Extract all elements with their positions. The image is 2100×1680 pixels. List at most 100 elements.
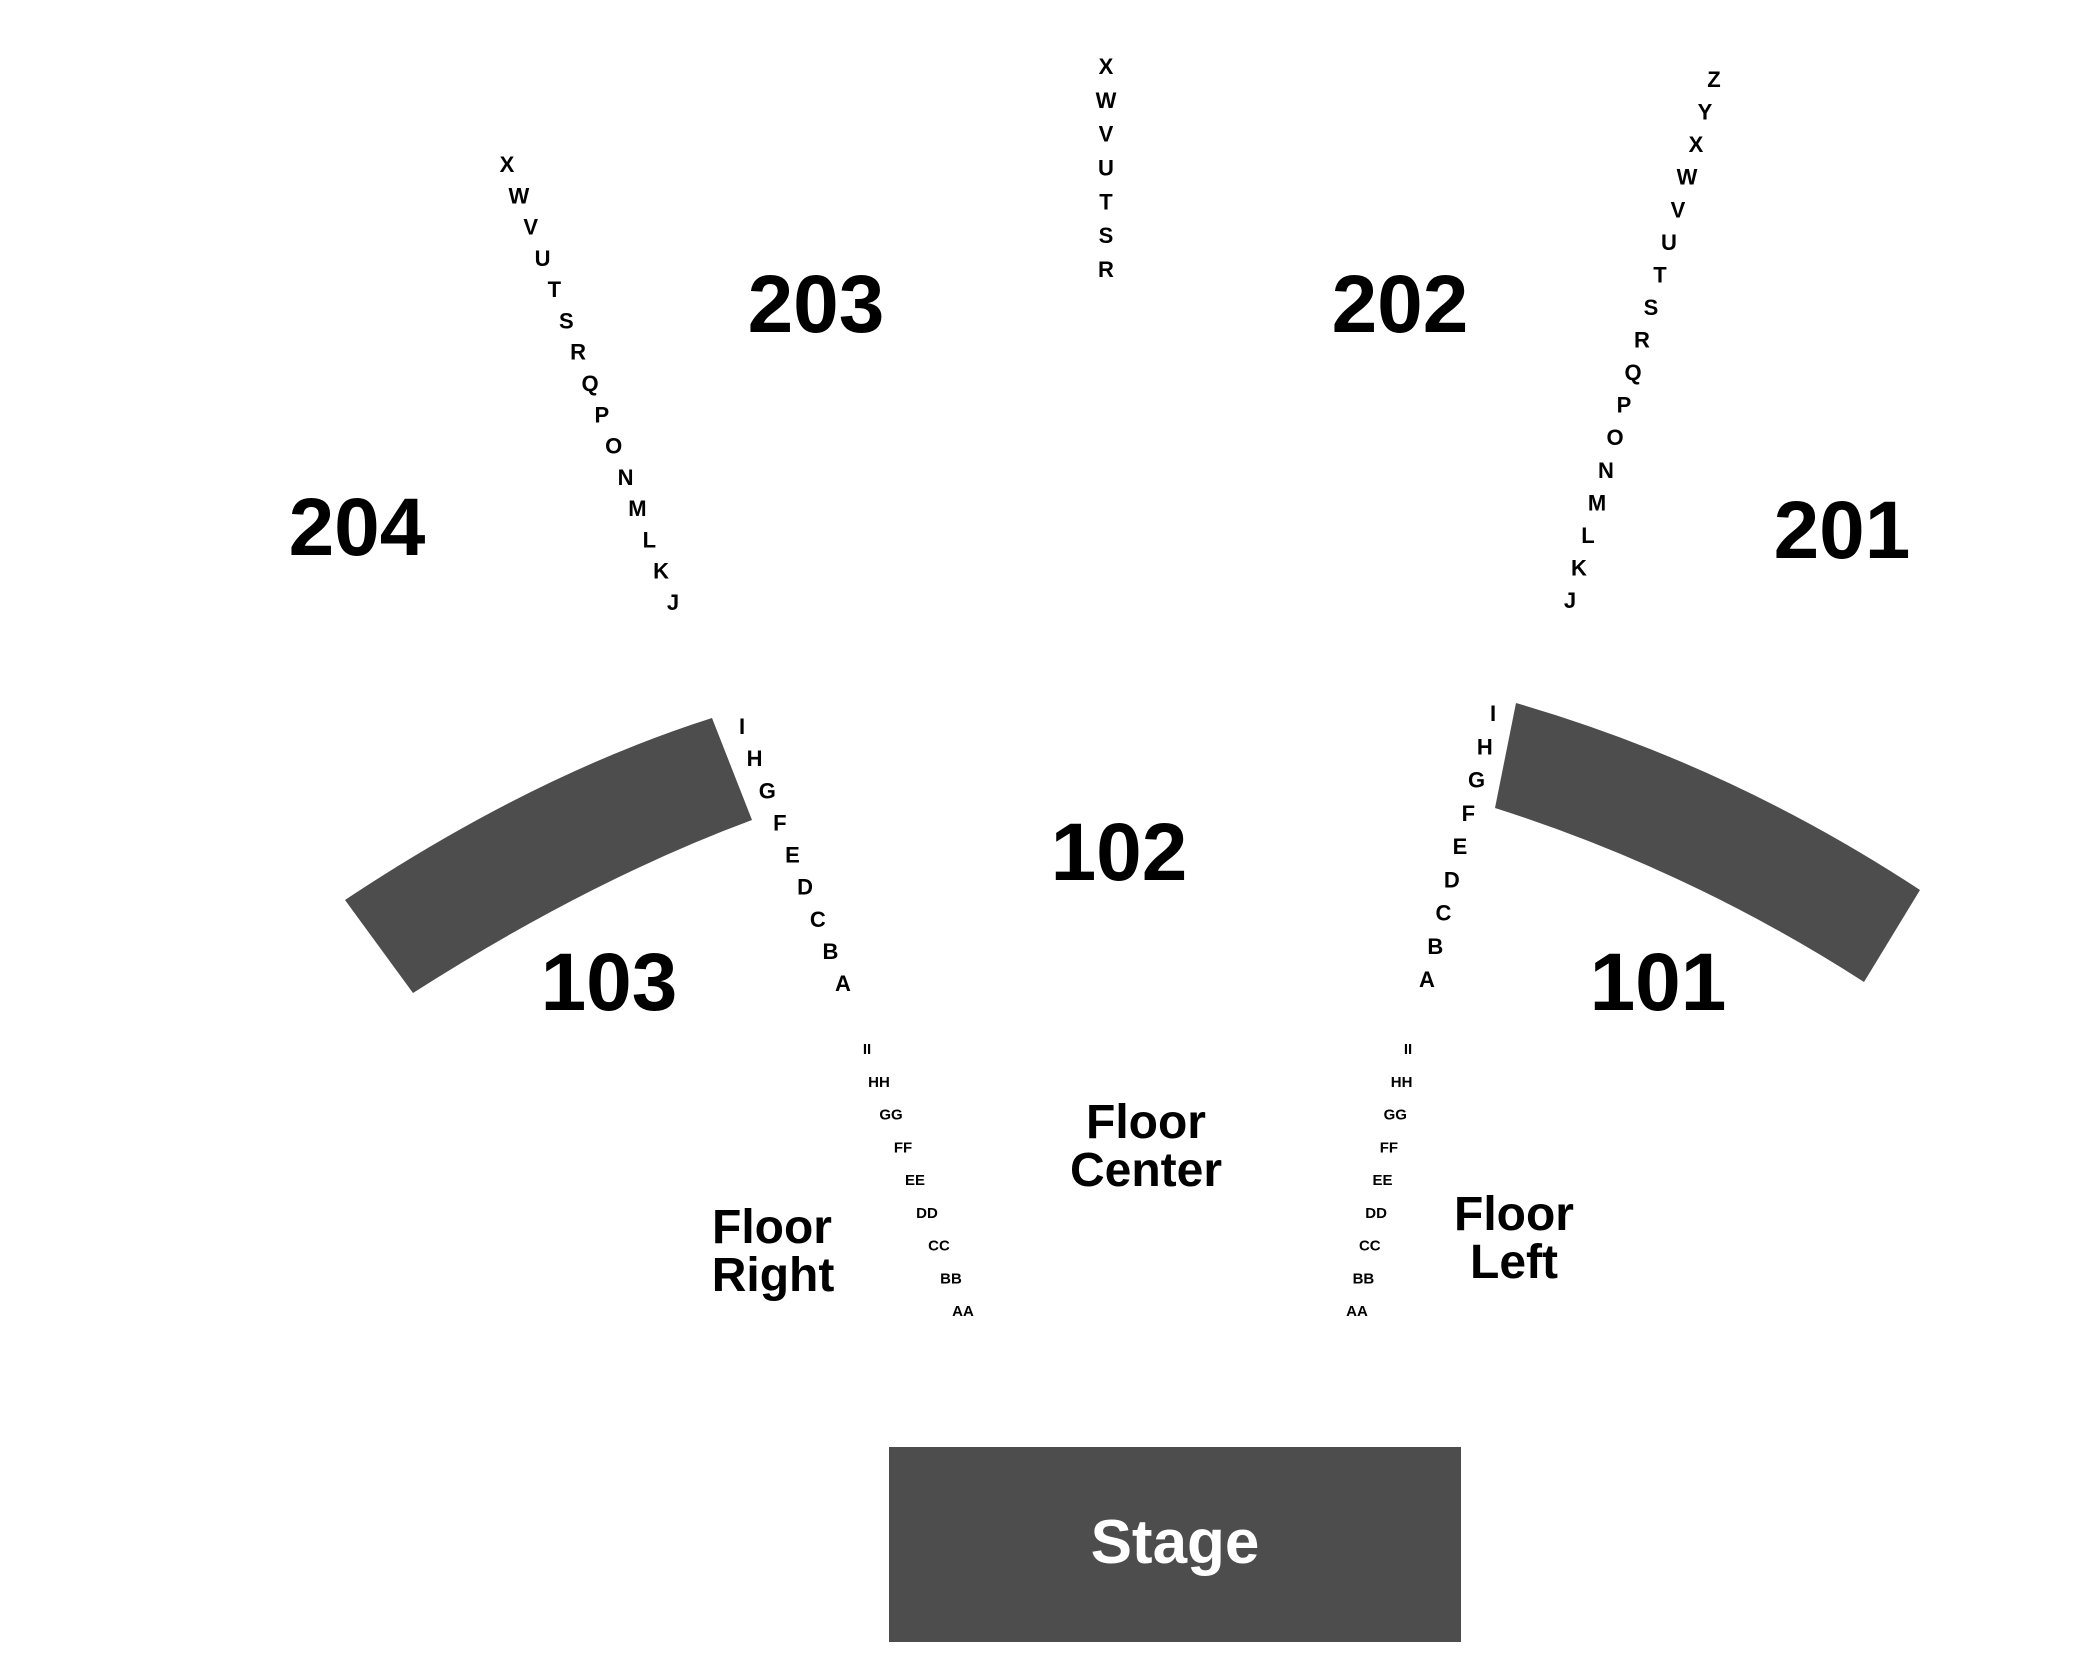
- row-label-lower-right-h[interactable]: H: [1477, 734, 1493, 759]
- row-label-upper-right-t[interactable]: T: [1653, 262, 1667, 287]
- row-label-upper-left-w[interactable]: W: [509, 183, 530, 208]
- floor-left-label-line2[interactable]: Left: [1470, 1236, 1558, 1289]
- row-label-upper-right-k[interactable]: K: [1571, 555, 1587, 580]
- row-label-floor-left-bb[interactable]: BB: [1353, 1270, 1375, 1287]
- row-label-lower-right-a[interactable]: A: [1419, 967, 1435, 992]
- floor-right-label-line2[interactable]: Right: [712, 1249, 835, 1302]
- row-label-lower-right-b[interactable]: B: [1427, 934, 1443, 959]
- row-label-floor-left-gg[interactable]: GG: [1384, 1107, 1407, 1124]
- row-label-upper-right-n[interactable]: N: [1598, 458, 1614, 483]
- row-label-upper-center-u[interactable]: U: [1098, 156, 1114, 181]
- floor-center-label-line2[interactable]: Center: [1070, 1144, 1222, 1197]
- row-label-lower-left-f[interactable]: F: [773, 810, 786, 835]
- row-label-lower-left-i[interactable]: I: [739, 714, 745, 739]
- row-label-upper-right-w[interactable]: W: [1677, 165, 1698, 190]
- row-label-upper-left-s[interactable]: S: [559, 308, 574, 333]
- row-label-upper-right-v[interactable]: V: [1671, 197, 1686, 222]
- row-label-upper-right-z[interactable]: Z: [1707, 67, 1720, 92]
- floor-center-label-line1[interactable]: Floor: [1086, 1096, 1206, 1149]
- row-label-upper-left-m[interactable]: M: [628, 496, 646, 521]
- floor-left-label-line1[interactable]: Floor: [1454, 1188, 1574, 1241]
- row-label-upper-left-x[interactable]: X: [500, 152, 515, 177]
- section-203[interactable]: 203: [748, 259, 885, 350]
- row-label-lower-right-e[interactable]: E: [1453, 834, 1468, 859]
- row-label-floor-right-aa[interactable]: AA: [952, 1303, 974, 1320]
- row-label-upper-right-y[interactable]: Y: [1698, 100, 1713, 125]
- section-101[interactable]: 101: [1590, 937, 1727, 1028]
- row-label-floor-left-dd[interactable]: DD: [1365, 1205, 1387, 1222]
- section-201[interactable]: 201: [1774, 485, 1911, 576]
- row-label-upper-left-k[interactable]: K: [653, 559, 669, 584]
- row-label-upper-right-r[interactable]: R: [1634, 328, 1650, 353]
- row-label-floor-right-gg[interactable]: GG: [879, 1107, 902, 1124]
- row-label-upper-center-s[interactable]: S: [1099, 223, 1114, 248]
- row-label-floor-left-ff[interactable]: FF: [1380, 1139, 1398, 1156]
- stage-label: Stage: [1091, 1508, 1260, 1577]
- row-label-upper-left-q[interactable]: Q: [581, 371, 598, 396]
- row-label-floor-right-dd[interactable]: DD: [916, 1205, 938, 1222]
- row-label-upper-center-t[interactable]: T: [1099, 189, 1113, 214]
- row-label-upper-right-s[interactable]: S: [1644, 295, 1659, 320]
- row-label-upper-right-l[interactable]: L: [1581, 523, 1594, 548]
- row-label-upper-right-x[interactable]: X: [1689, 132, 1704, 157]
- row-label-lower-left-b[interactable]: B: [822, 939, 838, 964]
- row-label-lower-left-d[interactable]: D: [797, 875, 813, 900]
- block-right: [1495, 703, 1920, 982]
- section-103[interactable]: 103: [541, 937, 678, 1028]
- row-label-upper-right-u[interactable]: U: [1661, 230, 1677, 255]
- row-labels-floor-left: II HH GG FF EE DD CC BB AA: [1346, 1041, 1412, 1320]
- stage[interactable]: [889, 1447, 1461, 1642]
- floor-right-label-line1[interactable]: Floor: [712, 1201, 832, 1254]
- row-label-upper-right-p[interactable]: P: [1617, 393, 1632, 418]
- section-204[interactable]: 204: [289, 482, 426, 573]
- section-102[interactable]: 102: [1051, 807, 1188, 898]
- row-label-upper-center-w[interactable]: W: [1096, 88, 1117, 113]
- row-label-upper-center-x[interactable]: X: [1099, 54, 1114, 79]
- row-label-floor-left-ee[interactable]: EE: [1372, 1172, 1392, 1189]
- row-label-lower-right-i[interactable]: I: [1490, 701, 1496, 726]
- row-label-lower-left-c[interactable]: C: [810, 907, 826, 932]
- row-label-upper-left-p[interactable]: P: [595, 402, 610, 427]
- row-label-lower-right-c[interactable]: C: [1436, 901, 1452, 926]
- row-label-lower-left-e[interactable]: E: [785, 843, 800, 868]
- row-label-upper-right-o[interactable]: O: [1606, 425, 1623, 450]
- row-label-upper-left-v[interactable]: V: [523, 215, 538, 240]
- row-label-floor-left-hh[interactable]: HH: [1391, 1074, 1413, 1091]
- row-label-floor-right-hh[interactable]: HH: [868, 1074, 890, 1091]
- row-label-floor-right-ee[interactable]: EE: [905, 1172, 925, 1189]
- row-label-lower-left-h[interactable]: H: [747, 746, 763, 771]
- row-label-upper-left-o[interactable]: O: [605, 434, 622, 459]
- row-label-lower-right-d[interactable]: D: [1444, 867, 1460, 892]
- block-left: [345, 718, 752, 993]
- row-label-upper-left-r[interactable]: R: [570, 340, 586, 365]
- row-label-upper-left-u[interactable]: U: [535, 246, 551, 271]
- row-label-lower-left-g[interactable]: G: [759, 778, 776, 803]
- row-label-upper-right-q[interactable]: Q: [1624, 360, 1641, 385]
- row-label-floor-right-cc[interactable]: CC: [928, 1238, 950, 1255]
- row-label-upper-center-r[interactable]: R: [1098, 257, 1114, 282]
- row-label-upper-right-m[interactable]: M: [1588, 490, 1606, 515]
- row-label-floor-left-aa[interactable]: AA: [1346, 1303, 1368, 1320]
- row-label-upper-right-j[interactable]: J: [1564, 588, 1576, 613]
- row-label-upper-left-t[interactable]: T: [548, 277, 562, 302]
- row-labels-floor-right: II HH GG FF EE DD CC BB AA: [863, 1041, 974, 1320]
- row-label-lower-right-f[interactable]: F: [1462, 801, 1475, 826]
- row-label-lower-right-g[interactable]: G: [1468, 768, 1485, 793]
- row-label-upper-left-n[interactable]: N: [618, 465, 634, 490]
- row-label-upper-left-l[interactable]: L: [643, 527, 656, 552]
- section-202[interactable]: 202: [1332, 259, 1469, 350]
- row-label-floor-right-bb[interactable]: BB: [940, 1270, 962, 1287]
- row-label-floor-right-ff[interactable]: FF: [894, 1139, 912, 1156]
- row-label-upper-left-j[interactable]: J: [667, 590, 679, 615]
- row-label-floor-right-ii[interactable]: II: [863, 1041, 871, 1058]
- row-label-floor-left-ii[interactable]: II: [1404, 1041, 1412, 1058]
- row-label-floor-left-cc[interactable]: CC: [1359, 1238, 1381, 1255]
- row-label-lower-left-a[interactable]: A: [835, 971, 851, 996]
- row-label-upper-center-v[interactable]: V: [1099, 122, 1114, 147]
